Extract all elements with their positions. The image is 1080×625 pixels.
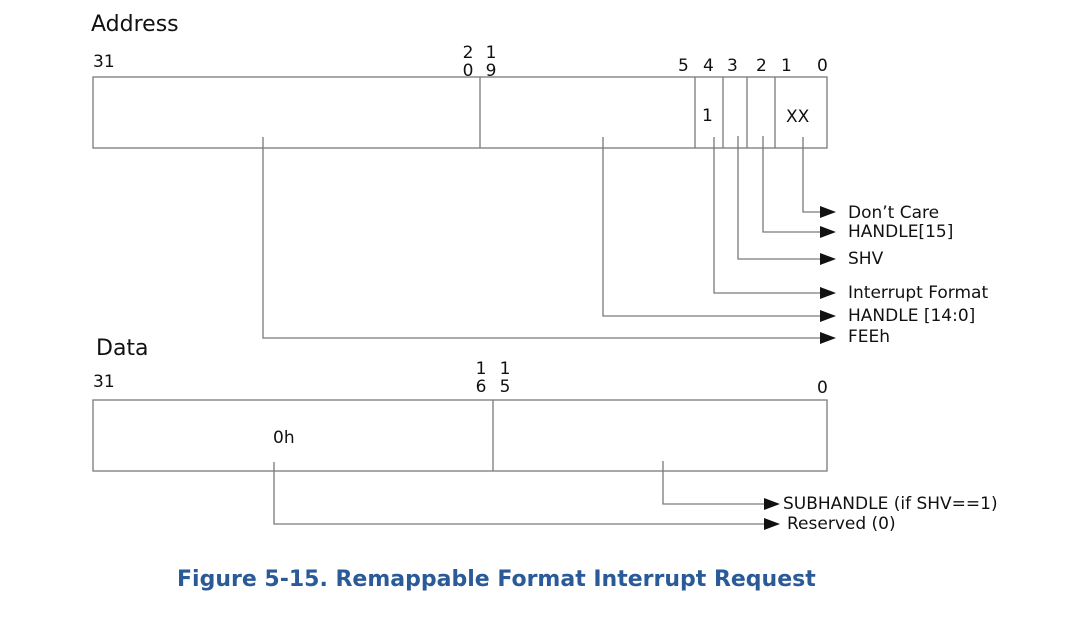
data-bit-16-ones: 6 xyxy=(475,377,487,397)
field-label-subhandle: SUBHANDLE (if SHV==1) xyxy=(783,494,998,514)
field-label-handle-14-0: HANDLE [14:0] xyxy=(848,306,976,326)
arrow-interrupt-format xyxy=(820,287,836,299)
address-register-box xyxy=(92,76,828,149)
data-register-box xyxy=(92,399,828,472)
address-bit-20-tens: 2 xyxy=(462,43,474,63)
data-bit-16-tens: 1 xyxy=(475,359,487,379)
field-label-shv: SHV xyxy=(848,249,884,269)
data-bit-0: 0 xyxy=(817,378,828,398)
address-bit-19: 1 9 xyxy=(484,44,498,80)
address-bit-1: 1 xyxy=(781,56,792,76)
address-bit-2: 2 xyxy=(756,56,767,76)
arrow-handle-14-0 xyxy=(820,310,836,322)
data-bit-15: 1 5 xyxy=(498,360,512,396)
data-bit-31: 31 xyxy=(93,372,115,392)
leader-feeh xyxy=(262,137,822,339)
field-label-handle15: HANDLE[15] xyxy=(848,222,954,242)
leader-subhandle xyxy=(662,461,768,505)
address-title: Address xyxy=(91,12,179,37)
address-bit-5: 5 xyxy=(678,56,689,76)
field-label-interrupt-format: Interrupt Format xyxy=(848,283,989,303)
field-label-feeh: FEEh xyxy=(848,327,891,347)
arrow-dont-care xyxy=(820,206,836,218)
address-bit-19-tens: 1 xyxy=(485,43,497,63)
leader-reserved xyxy=(273,462,768,525)
field-label-dont-care: Don’t Care xyxy=(848,203,940,223)
leader-handle-14-0 xyxy=(602,137,822,317)
leader-handle15 xyxy=(762,136,822,233)
data-title: Data xyxy=(96,336,149,361)
arrow-reserved xyxy=(764,518,780,530)
leader-shv xyxy=(737,136,822,260)
arrow-feeh xyxy=(820,332,836,344)
address-bit-20-ones: 0 xyxy=(462,61,474,81)
address-bit-20: 2 0 xyxy=(461,44,475,80)
arrow-shv xyxy=(820,253,836,265)
leader-dont-care xyxy=(802,137,822,213)
data-bit-16: 1 6 xyxy=(474,360,488,396)
address-bit-31: 31 xyxy=(93,52,115,72)
address-bit-4: 4 xyxy=(703,56,714,76)
figure-caption: Figure 5-15. Remappable Format Interrupt… xyxy=(177,567,816,592)
address-bit-19-ones: 9 xyxy=(485,61,497,81)
leader-interrupt-format xyxy=(713,137,822,294)
arrow-subhandle xyxy=(764,498,780,510)
field-label-reserved: Reserved (0) xyxy=(787,514,896,534)
address-bit-3: 3 xyxy=(727,56,738,76)
arrow-handle15 xyxy=(820,226,836,238)
data-bit-15-tens: 1 xyxy=(499,359,511,379)
address-bit-0: 0 xyxy=(817,56,828,76)
data-bit-15-ones: 5 xyxy=(499,377,511,397)
dont-care-value: XX xyxy=(786,107,810,127)
reserved-value: 0h xyxy=(273,428,295,448)
interrupt-format-value: 1 xyxy=(702,106,713,126)
